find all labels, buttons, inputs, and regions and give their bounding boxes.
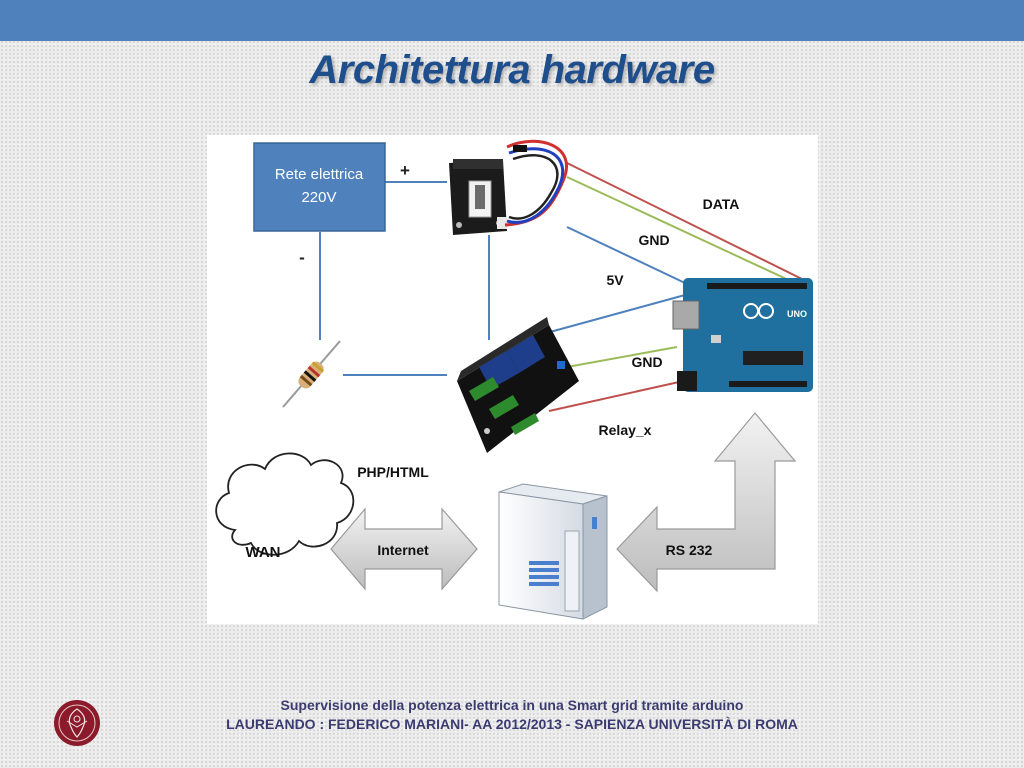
internet-double-arrow: Internet [330, 507, 478, 591]
wan-cloud: WAN [215, 452, 355, 561]
gnd-wire-label-bottom: GND [631, 354, 662, 370]
rs232-arrow: RS 232 [616, 412, 797, 593]
footer-author: LAUREANDO : FEDERICO MARIANI- AA 2012/20… [226, 716, 798, 732]
data-wire-label: DATA [703, 196, 740, 212]
arduino-uno-image: UNO [672, 278, 813, 392]
relay-wire-label: Relay_x [599, 422, 652, 438]
architecture-diagram: Rete elettrica 220V + - [207, 135, 818, 624]
current-sensor-image [449, 139, 568, 235]
resistor-image [282, 340, 341, 408]
slide-title: Architettura hardware [309, 48, 715, 92]
minus-label: - [299, 248, 305, 267]
power-supply-box: Rete elettrica 220V [253, 142, 386, 232]
relay-module-image [457, 317, 579, 453]
rs232-label: RS 232 [666, 542, 713, 558]
wan-label: WAN [246, 544, 281, 561]
wires [319, 162, 805, 412]
server-icon [498, 483, 608, 620]
internet-label: Internet [377, 542, 429, 558]
gnd-wire-label-top: GND [638, 232, 669, 248]
arduino-board-label: UNO [787, 309, 807, 319]
php-html-label: PHP/HTML [357, 464, 429, 480]
footer-subtitle: Supervisione della potenza elettrica in … [280, 697, 744, 713]
top-bar [0, 0, 1024, 41]
sapienza-logo [54, 700, 100, 746]
power-box-label-line2: 220V [301, 189, 336, 206]
5v-wire-label: 5V [606, 272, 624, 288]
plus-label: + [400, 161, 410, 180]
power-box-label-line1: Rete elettrica [275, 166, 364, 183]
